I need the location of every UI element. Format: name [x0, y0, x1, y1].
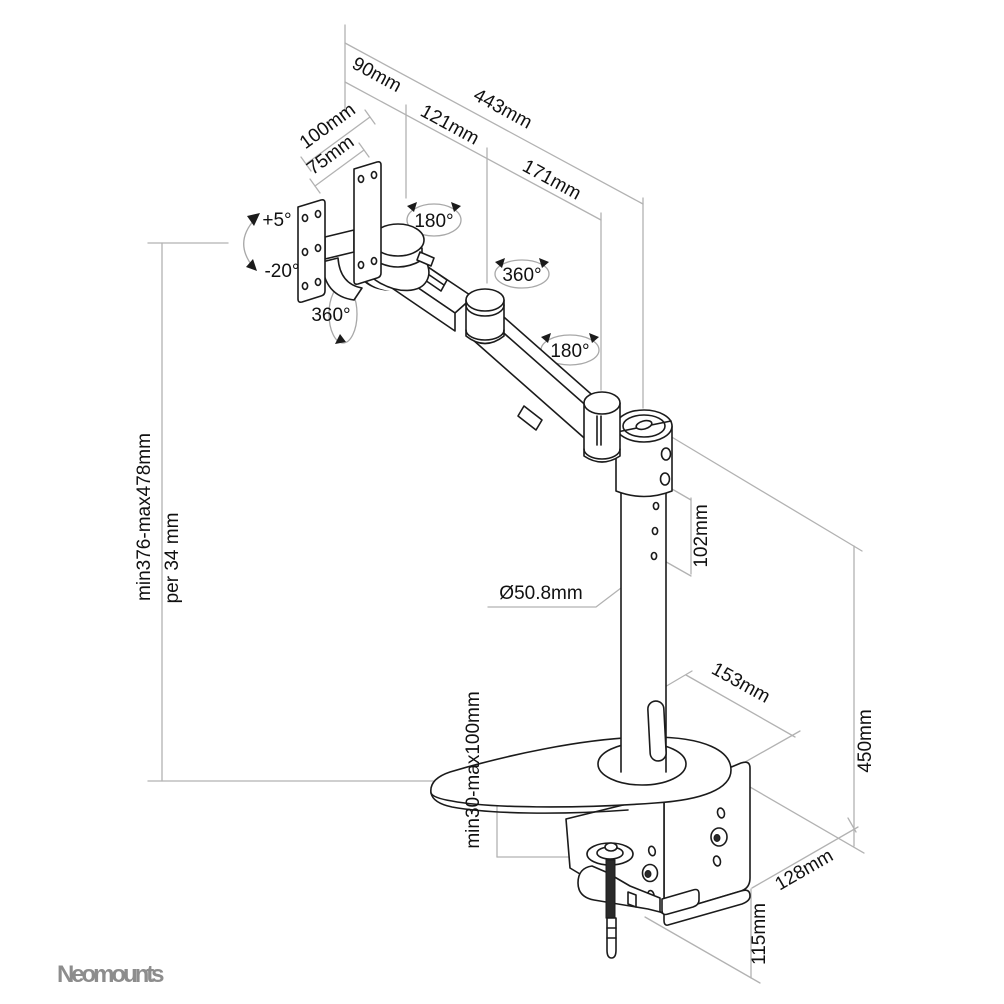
pole-joint	[583, 391, 621, 463]
label-column-height: 450mm	[855, 709, 876, 772]
joint2-rotation-ellipse-icon	[494, 259, 550, 289]
label-clamp-height: 115mm	[749, 903, 770, 965]
label-reach-seg2: 121mm	[417, 101, 483, 150]
label-base-depth: 153mm	[708, 659, 774, 708]
label-joint2-rotation: 360°	[502, 265, 541, 286]
label-clamp-depth: 128mm	[772, 845, 837, 895]
label-total-reach: 443mm	[470, 85, 536, 134]
elbow-joint	[465, 288, 505, 345]
dimension-lines	[147, 24, 865, 984]
label-clamp-opening: min30-max100mm	[463, 691, 484, 848]
clamp-lower-jaw	[577, 865, 661, 913]
joint1-rotation-ellipse-icon	[406, 203, 462, 237]
pole	[620, 430, 667, 773]
label-pole-diameter: Ø50.8mm	[499, 583, 582, 604]
dimension-labels: 443mm 90mm 121mm 171mm 100mm 75mm +5° -2…	[134, 53, 876, 965]
label-tilt-up: +5°	[262, 210, 291, 231]
vesa-back-plate	[353, 161, 382, 285]
vesa-head	[297, 161, 435, 303]
brand-logo: Neomounts	[57, 961, 165, 988]
cable-slot	[647, 700, 667, 762]
label-height-range: min376-max478mm	[134, 433, 155, 601]
label-pole-rotation: 180°	[550, 341, 589, 362]
pole-collar	[615, 409, 673, 498]
tilt-arc-icon	[243, 216, 258, 269]
label-tilt-down: -20°	[264, 261, 299, 282]
label-reach-seg3: 171mm	[519, 156, 585, 205]
label-pole-adjustment: 102mm	[691, 504, 712, 567]
cable-clip	[517, 405, 543, 431]
monitor-arm-art	[297, 161, 751, 959]
clamp-screw	[577, 842, 661, 959]
label-joint1-rotation: 180°	[414, 211, 453, 232]
label-vesa-rotation: 360°	[311, 305, 350, 326]
label-height-step: per 34 mm	[162, 513, 183, 604]
vesa-front-plate	[297, 199, 326, 303]
